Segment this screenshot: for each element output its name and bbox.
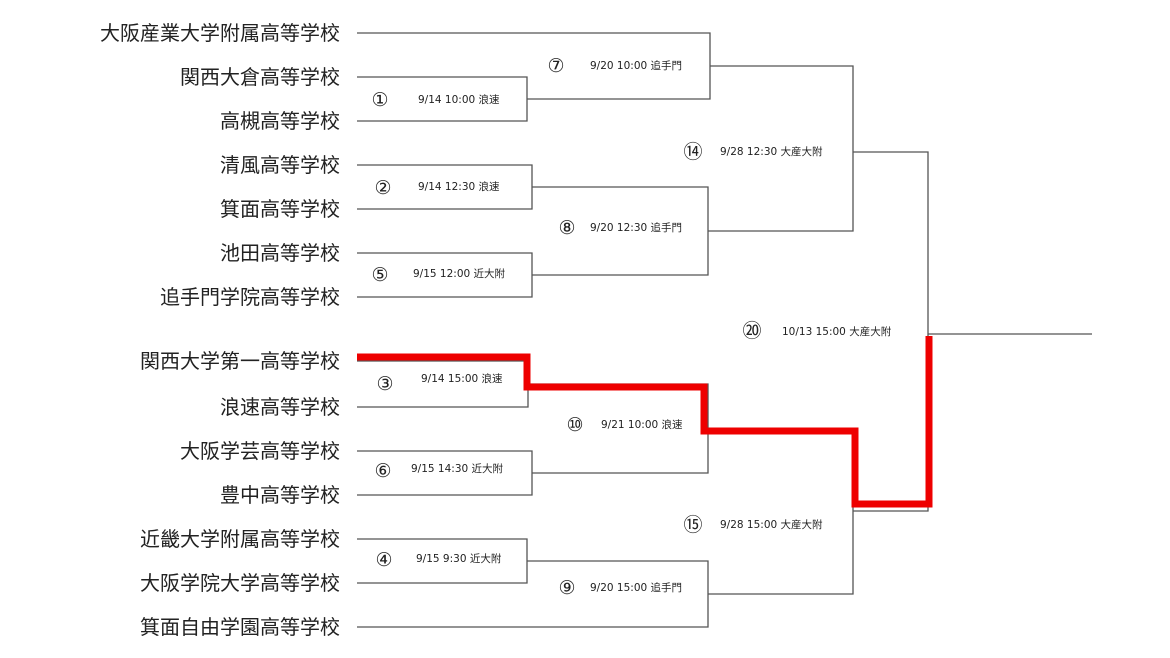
match-number: ⑦ [547, 55, 564, 77]
team-name: 大阪学芸高等学校 [180, 439, 340, 463]
match-number: ③ [376, 373, 393, 395]
team-list: 大阪産業大学附属高等学校 関西大倉高等学校 高槻高等学校 清風高等学校 箕面高等… [100, 21, 340, 639]
match-info: 9/28 15:00 大産大附 [720, 518, 823, 531]
match-info: 9/14 12:30 浪速 [418, 180, 500, 193]
match-label-10: ⑩ 9/21 10:00 浪速 [566, 414, 683, 436]
match-info: 10/13 15:00 大産大附 [782, 325, 892, 338]
team-name: 高槻高等学校 [220, 109, 340, 133]
bracket-line [708, 429, 854, 595]
match-labels: ① 9/14 10:00 浪速 ② 9/14 12:30 浪速 ⑤ 9/15 1… [371, 55, 891, 599]
match-number: ⑧ [558, 217, 575, 239]
team-name: 池田高等学校 [220, 241, 340, 265]
match-info: 9/28 12:30 大産大附 [720, 145, 823, 158]
match-number: ⑮ [683, 514, 702, 536]
match-info: 9/14 15:00 浪速 [421, 372, 503, 385]
bracket-line [708, 65, 854, 232]
match-info: 9/14 10:00 浪速 [418, 93, 500, 106]
match-number: ④ [375, 549, 392, 571]
match-number: ⑩ [566, 414, 583, 436]
match-label-1: ① 9/14 10:00 浪速 [371, 89, 500, 111]
team-name: 浪速高等学校 [220, 395, 340, 419]
match-label-20: ⑳ 10/13 15:00 大産大附 [742, 320, 891, 342]
match-info: 9/15 9:30 近大附 [416, 552, 502, 565]
match-info: 9/20 10:00 追手門 [590, 59, 682, 72]
match-label-14: ⑭ 9/28 12:30 大産大附 [683, 141, 823, 163]
match-label-8: ⑧ 9/20 12:30 追手門 [558, 217, 682, 239]
bracket-lines [357, 32, 1092, 628]
team-name: 追手門学院高等学校 [160, 285, 340, 309]
match-info: 9/15 14:30 近大附 [411, 462, 504, 475]
team-name-highlighted: 関西大学第一高等学校 [140, 349, 340, 373]
match-label-3: ③ 9/14 15:00 浪速 [376, 372, 503, 395]
match-number: ① [371, 89, 388, 111]
match-info: 9/15 12:00 近大附 [413, 267, 506, 280]
match-label-4: ④ 9/15 9:30 近大附 [375, 549, 501, 571]
team-name: 大阪学院大学高等学校 [140, 571, 340, 595]
match-info: 9/21 10:00 浪速 [601, 418, 683, 431]
team-name: 箕面高等学校 [220, 197, 340, 221]
team-name: 大阪産業大学附属高等学校 [100, 21, 340, 45]
match-label-15: ⑮ 9/28 15:00 大産大附 [683, 514, 823, 536]
match-label-2: ② 9/14 12:30 浪速 [374, 177, 500, 199]
match-number: ⑭ [683, 141, 702, 163]
match-label-6: ⑥ 9/15 14:30 近大附 [374, 460, 503, 482]
match-info: 9/20 12:30 追手門 [590, 221, 682, 234]
bracket-line [853, 151, 929, 512]
match-number: ⑨ [558, 577, 575, 599]
match-number: ⑤ [371, 264, 388, 286]
bracket-line [357, 76, 528, 122]
match-number: ② [374, 177, 391, 199]
match-label-9: ⑨ 9/20 15:00 追手門 [558, 577, 682, 599]
match-number: ⑳ [742, 320, 761, 342]
bracket-line [357, 560, 709, 628]
team-name: 関西大倉高等学校 [180, 65, 340, 89]
match-info: 9/20 15:00 追手門 [590, 581, 682, 594]
winner-path [357, 336, 933, 508]
match-number: ⑥ [374, 460, 391, 482]
match-label-5: ⑤ 9/15 12:00 近大附 [371, 264, 505, 286]
team-name: 清風高等学校 [220, 153, 340, 177]
team-name: 箕面自由学園高等学校 [140, 615, 340, 639]
team-name: 近畿大学附属高等学校 [140, 527, 340, 551]
team-name: 豊中高等学校 [220, 483, 340, 507]
match-label-7: ⑦ 9/20 10:00 追手門 [547, 55, 682, 77]
